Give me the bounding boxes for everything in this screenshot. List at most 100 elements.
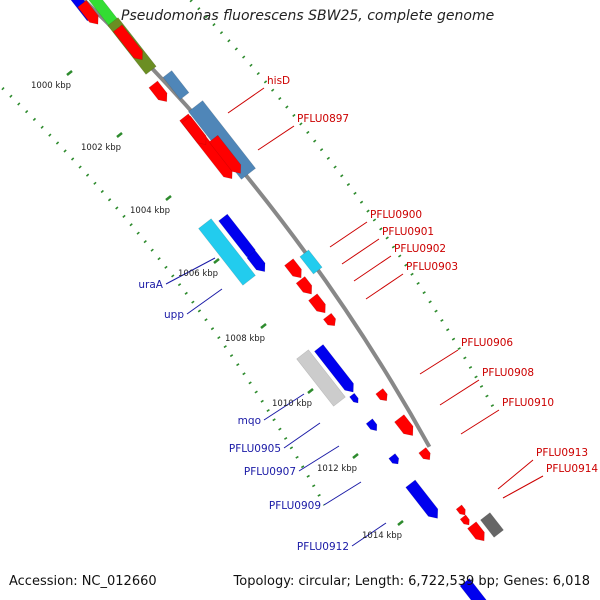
- axis-tick: [165, 195, 172, 201]
- leader-line: [497, 459, 534, 490]
- gene-arrow: [418, 447, 431, 461]
- tick-track-dots: [0, 0, 497, 506]
- accession-value: NC_012660: [81, 574, 157, 589]
- label-leader-lines: [165, 87, 544, 547]
- axis-tick: [397, 520, 404, 526]
- gene-arrow: [322, 312, 336, 327]
- leader-line: [502, 475, 544, 499]
- leader-line: [365, 273, 404, 300]
- gene-arrow: [459, 514, 470, 526]
- gene-feature: [405, 479, 439, 519]
- leader-line: [460, 409, 500, 435]
- gene-box: [198, 218, 256, 286]
- gene-feature: [299, 249, 323, 275]
- leader-line: [227, 87, 265, 114]
- leader-line: [341, 238, 380, 265]
- gene-feature: [296, 349, 346, 407]
- gene-box: [459, 578, 489, 600]
- leader-line: [186, 288, 223, 315]
- gene-arrow: [365, 418, 378, 432]
- gene-feature: [181, 115, 207, 145]
- axis-label: 1002 kbp: [81, 143, 121, 153]
- gene-arrow: [208, 134, 242, 174]
- gene-box: [296, 349, 346, 407]
- gene-feature: [284, 258, 302, 279]
- gene-feature: [148, 80, 168, 103]
- gene-label: PFLU0913: [536, 447, 588, 459]
- gene-label: PFLU0906: [461, 337, 513, 349]
- gene-label: uraA: [138, 279, 163, 291]
- axis-tick: [307, 388, 314, 394]
- leader-line: [283, 422, 321, 449]
- gene-label: PFLU0902: [394, 243, 446, 255]
- gene-feature: [349, 392, 359, 404]
- gene-arrow: [394, 414, 414, 437]
- gene-feature: [418, 447, 431, 461]
- gene-box: [480, 512, 504, 538]
- gene-label: PFLU0903: [406, 261, 458, 273]
- axis-label: 1006 kbp: [178, 269, 218, 279]
- axis-label: 1008 kbp: [225, 334, 265, 344]
- leader-line: [353, 255, 392, 282]
- gene-features: [68, 0, 504, 600]
- gene-feature: [112, 24, 143, 61]
- gene-arrow: [148, 80, 168, 103]
- gene-label: PFLU0900: [370, 209, 422, 221]
- gene-arrow: [308, 293, 326, 314]
- gene-feature: [375, 388, 388, 402]
- gene-label: PFLU0897: [297, 113, 349, 125]
- gene-label: PFLU0912: [297, 541, 349, 553]
- gene-feature: [295, 276, 313, 295]
- gene-arrow: [295, 276, 313, 295]
- gene-arrow: [181, 115, 207, 145]
- axis-tick: [116, 132, 123, 138]
- gene-label: mqo: [238, 415, 261, 427]
- leader-line: [165, 257, 216, 285]
- topology-label: Topology:: [233, 574, 295, 589]
- axis-tick: [352, 453, 359, 459]
- axis-label: 1000 kbp: [31, 81, 71, 91]
- map-title: Pseudomonas fluorescens SBW25, complete …: [121, 8, 495, 24]
- leader-line: [329, 221, 368, 248]
- leader-line: [419, 349, 459, 375]
- gene-feature: [394, 414, 414, 437]
- gene-arrow: [284, 258, 302, 279]
- gene-feature: [246, 250, 266, 273]
- gene-arrow: [349, 392, 359, 404]
- gene-box: [299, 249, 323, 275]
- gene-label: hisD: [267, 75, 290, 87]
- gene-arrow: [388, 453, 400, 465]
- axis-label: 1010 kbp: [272, 399, 312, 409]
- leader-line: [351, 522, 387, 547]
- axis-tick: [213, 258, 220, 264]
- gene-feature: [322, 312, 336, 327]
- axis-tick: [260, 323, 267, 329]
- gene-feature: [365, 418, 378, 432]
- genes-label: Genes:: [503, 574, 549, 589]
- gene-arrow: [405, 479, 439, 519]
- leader-line: [263, 393, 305, 421]
- gene-feature: [208, 134, 242, 174]
- gene-arrow: [112, 24, 143, 61]
- gene-label: upp: [164, 309, 184, 321]
- gene-label: PFLU0910: [502, 397, 554, 409]
- gene-feature: [77, 0, 99, 25]
- gene-feature: [459, 514, 470, 526]
- gene-feature: [308, 293, 326, 314]
- axis-label: 1014 kbp: [362, 531, 402, 541]
- gene-label: PFLU0908: [482, 367, 534, 379]
- axis-tick: [66, 70, 73, 76]
- gene-feature: [459, 578, 489, 600]
- gene-feature: [162, 70, 190, 100]
- gene-arrow: [314, 344, 354, 393]
- gene-feature: [480, 512, 504, 538]
- leader-line: [323, 481, 362, 506]
- gene-label: PFLU0905: [229, 443, 281, 455]
- gene-arrow: [246, 250, 266, 273]
- gene-feature: [198, 218, 256, 286]
- gene-label: PFLU0909: [269, 500, 321, 512]
- gene-label: PFLU0901: [382, 226, 434, 238]
- genes-value: 6,018: [552, 574, 590, 589]
